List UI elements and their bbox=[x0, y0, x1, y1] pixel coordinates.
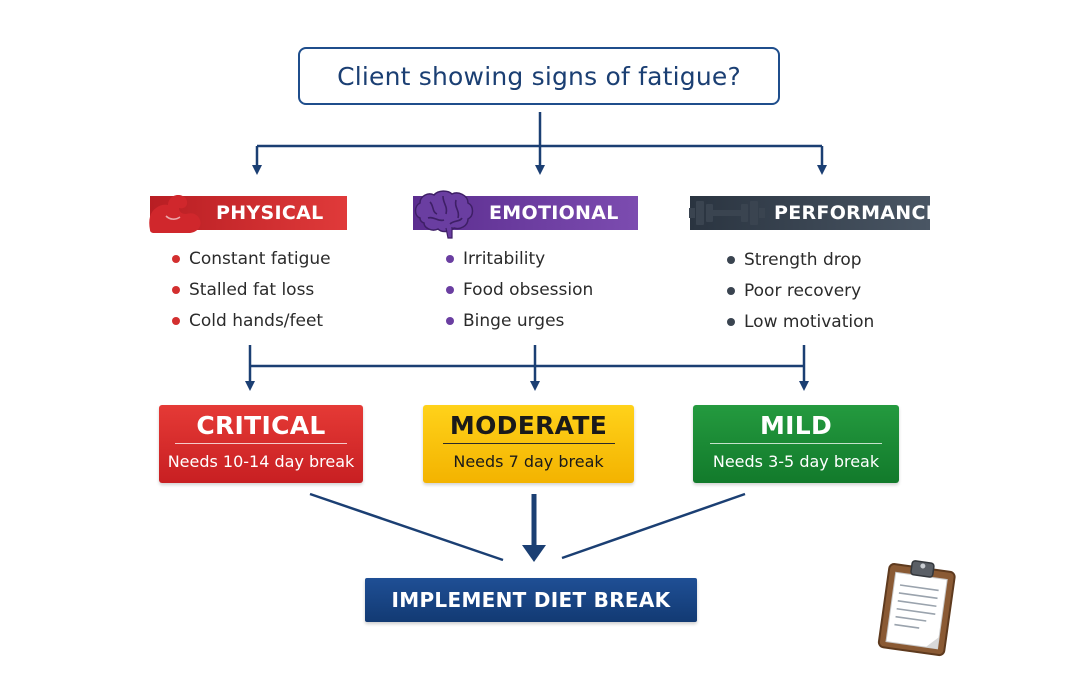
action-label: IMPLEMENT DIET BREAK bbox=[391, 588, 671, 612]
list-item-label: Binge urges bbox=[463, 310, 565, 331]
severity-moderate-title: MODERATE bbox=[449, 411, 608, 440]
list-item: Constant fatigue bbox=[172, 243, 331, 274]
list-item: Strength drop bbox=[727, 244, 874, 275]
list-item-label: Poor recovery bbox=[744, 280, 862, 301]
list-item: Binge urges bbox=[446, 305, 593, 336]
question-text: Client showing signs of fatigue? bbox=[337, 61, 741, 91]
category-performance-label: PERFORMANCE bbox=[774, 202, 940, 224]
implement-diet-break-box: IMPLEMENT DIET BREAK bbox=[365, 578, 697, 622]
list-item: Stalled fat loss bbox=[172, 274, 331, 305]
list-item: Irritability bbox=[446, 243, 593, 274]
severity-mild-box: MILD Needs 3-5 day break bbox=[693, 405, 899, 483]
list-item-label: Irritability bbox=[463, 248, 546, 269]
list-item-label: Low motivation bbox=[744, 311, 875, 332]
physical-signs-list: Constant fatigue Stalled fat loss Cold h… bbox=[172, 243, 331, 336]
list-item-label: Food obsession bbox=[463, 279, 594, 300]
list-item-label: Stalled fat loss bbox=[189, 279, 315, 300]
severity-mild-title: MILD bbox=[759, 411, 833, 440]
list-item-label: Constant fatigue bbox=[189, 248, 331, 269]
severity-moderate-box: MODERATE Needs 7 day break bbox=[423, 405, 634, 483]
severity-critical-box: CRITICAL Needs 10-14 day break bbox=[159, 405, 363, 483]
list-item: Poor recovery bbox=[727, 275, 874, 306]
brain-icon bbox=[414, 190, 474, 239]
emotional-signs-list: Irritability Food obsession Binge urges bbox=[446, 243, 593, 336]
list-item: Cold hands/feet bbox=[172, 305, 331, 336]
list-item: Food obsession bbox=[446, 274, 593, 305]
flexed-arm-icon bbox=[149, 195, 201, 233]
severity-critical-subtitle: Needs 10-14 day break bbox=[167, 452, 355, 471]
divider bbox=[175, 443, 347, 444]
divider bbox=[710, 443, 882, 444]
severity-moderate-subtitle: Needs 7 day break bbox=[453, 452, 604, 471]
list-item: Low motivation bbox=[727, 306, 874, 337]
divider bbox=[442, 443, 615, 444]
question-box: Client showing signs of fatigue? bbox=[298, 47, 780, 105]
severity-critical-title: CRITICAL bbox=[196, 411, 326, 440]
category-physical-label: PHYSICAL bbox=[216, 202, 324, 224]
severity-mild-subtitle: Needs 3-5 day break bbox=[712, 452, 880, 471]
dumbbell-icon bbox=[689, 201, 765, 225]
list-item-label: Strength drop bbox=[744, 249, 862, 270]
performance-signs-list: Strength drop Poor recovery Low motivati… bbox=[727, 244, 874, 337]
category-emotional-label: EMOTIONAL bbox=[489, 202, 619, 224]
clipboard-icon bbox=[877, 560, 956, 657]
list-item-label: Cold hands/feet bbox=[189, 310, 324, 331]
